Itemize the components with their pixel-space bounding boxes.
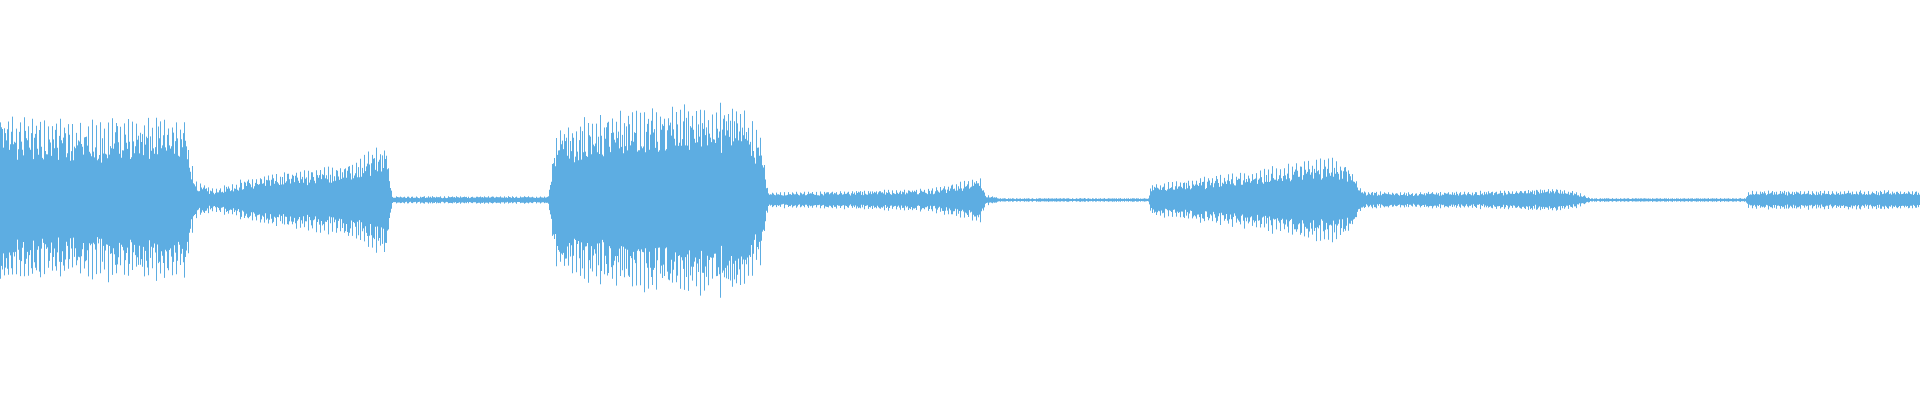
waveform-samples: [0, 102, 1920, 298]
waveform-trace: [0, 102, 1920, 298]
